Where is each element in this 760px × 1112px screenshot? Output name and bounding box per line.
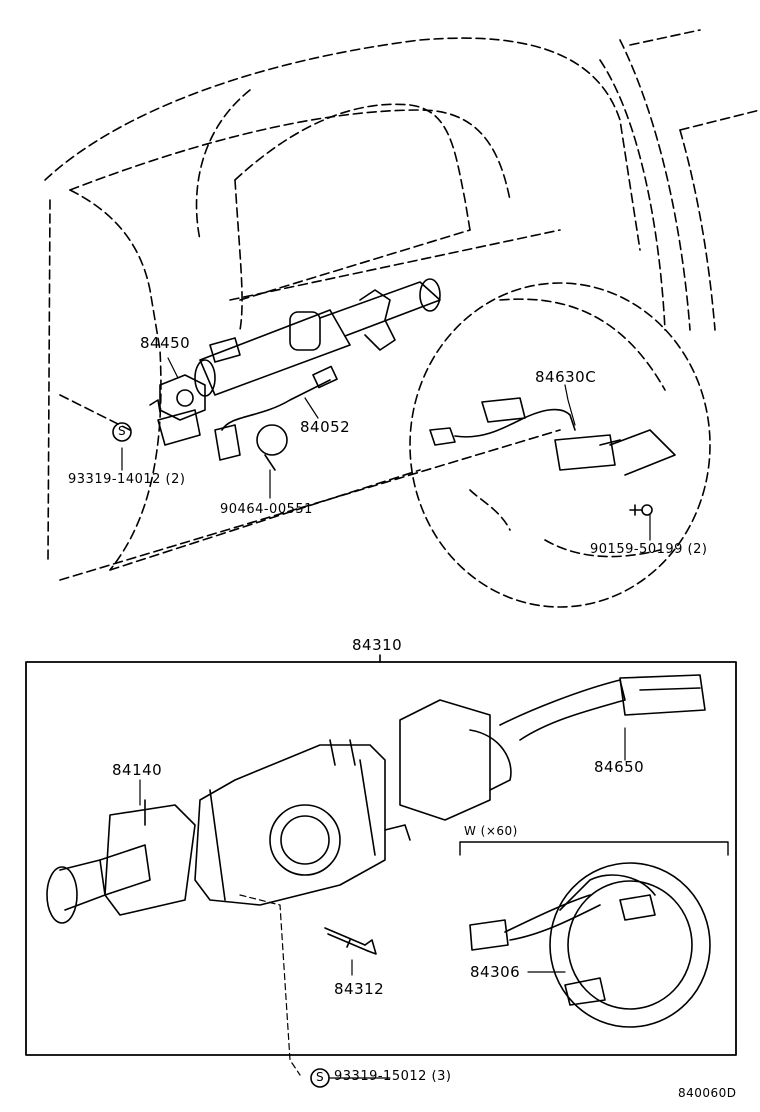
s-symbol-2: S — [316, 1070, 325, 1084]
label-84630c: 84630C — [535, 368, 597, 386]
assembly-box-84310 — [25, 654, 737, 1056]
label-84312: 84312 — [334, 980, 385, 998]
spiral-cable-box — [459, 841, 729, 856]
label-93319-15012: 93319-15012 (3) — [334, 1069, 452, 1084]
combination-switch-84650 — [399, 674, 706, 821]
ignition-switch-84450 — [149, 374, 206, 446]
switch-body-84310 — [194, 739, 411, 906]
leader-dashed-93319-15012 — [239, 894, 301, 1076]
label-90159-50199: 90159-50199 (2) — [590, 542, 708, 557]
label-84650: 84650 — [594, 758, 645, 776]
screw-90159 — [629, 504, 653, 516]
label-84052: 84052 — [300, 418, 351, 436]
s-symbol-circle-1 — [112, 422, 132, 442]
s-symbol-1: S — [118, 424, 127, 438]
dashboard-outline — [44, 29, 760, 581]
label-90464-00551: 90464-00551 — [220, 502, 313, 517]
harness-84630c — [429, 397, 676, 476]
leader-lines-upper — [121, 357, 651, 541]
label-84306: 84306 — [470, 963, 521, 981]
s-symbol-circle-2 — [310, 1068, 330, 1088]
combination-switch-84140 — [46, 799, 196, 924]
leader-lines-lower — [139, 727, 626, 976]
steering-wheel — [409, 282, 711, 608]
label-93319-14012: 93319-14012 (2) — [68, 472, 186, 487]
harness-84052 — [214, 365, 338, 471]
spiral-cable-84306 — [469, 862, 711, 1028]
diagram-code: 840060D — [678, 1086, 737, 1100]
label-84140: 84140 — [112, 761, 163, 779]
pin-84312 — [324, 927, 377, 955]
label-84450: 84450 — [140, 334, 191, 352]
steering-column — [194, 278, 441, 397]
label-w-note: W (×60) — [464, 824, 518, 838]
label-84310: 84310 — [352, 636, 403, 654]
